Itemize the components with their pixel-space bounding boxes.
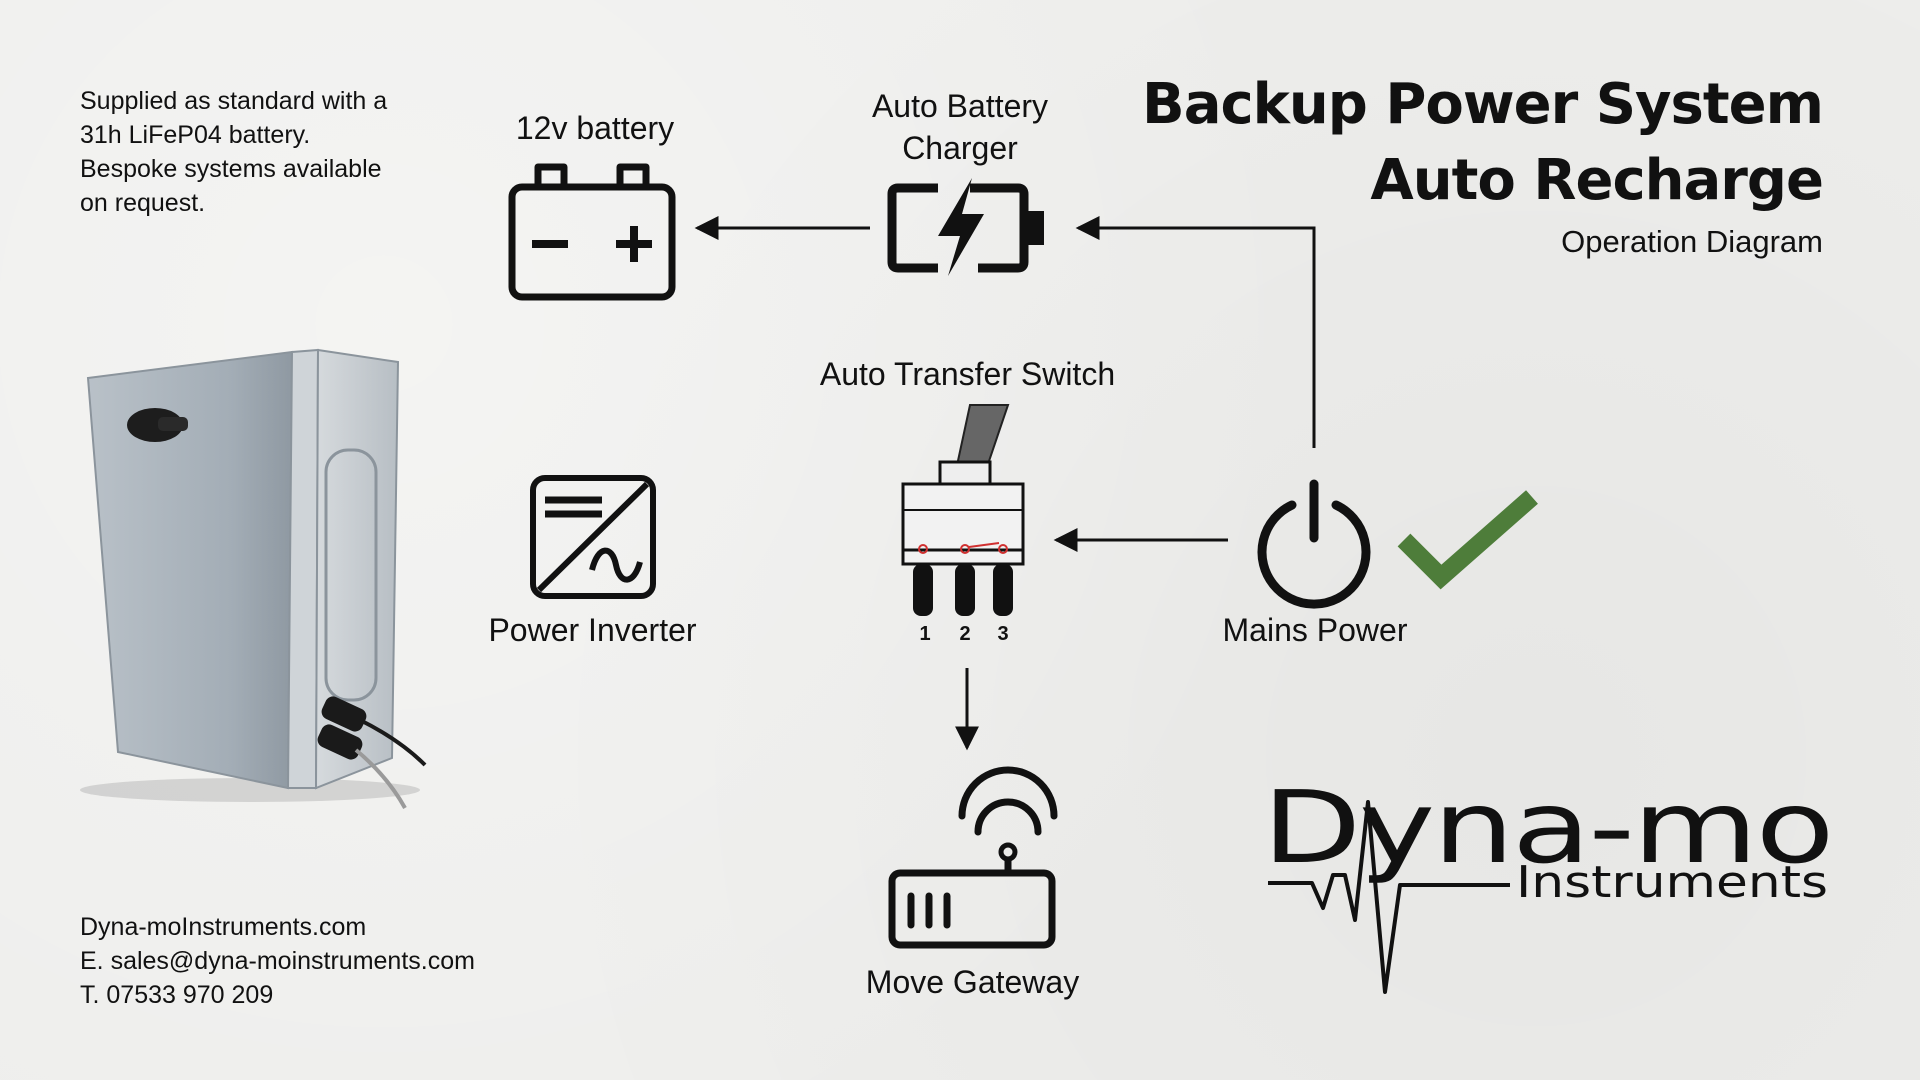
contact-email: E. sales@dyna-moinstruments.com <box>80 947 475 975</box>
terminal-label: 3 <box>997 623 1008 645</box>
gateway-label: Move Gateway <box>865 964 1080 1000</box>
checkmark-icon <box>1397 490 1538 590</box>
intro-note-line: 31h LiFeP04 battery. <box>80 121 311 149</box>
router-wifi-icon <box>888 766 1058 949</box>
inverter-label: Power Inverter <box>488 612 697 648</box>
dyna-mo-logo: Dyna-mo Instruments <box>1262 769 1834 994</box>
inverter-icon <box>530 475 656 599</box>
mains-label: Mains Power <box>1222 612 1408 648</box>
intro-note-line: Supplied as standard with a <box>80 87 388 115</box>
battery-label: 12v battery <box>515 110 675 146</box>
charger-label-line1: Auto Battery <box>871 88 1049 124</box>
intro-note-line: on request. <box>80 189 206 217</box>
pulse-line-icon <box>1268 800 1510 994</box>
intro-note-line: Bespoke systems available <box>80 155 382 183</box>
enclosure-image <box>80 348 427 809</box>
logo-tagline: Instruments <box>1516 857 1828 908</box>
charger-label-line2: Charger <box>902 130 1018 166</box>
transfer-switch-label: Auto Transfer Switch <box>819 356 1116 392</box>
page-subtitle: Operation Diagram <box>1561 224 1823 259</box>
terminal-label: 1 <box>919 623 930 645</box>
battery-charging-icon <box>887 178 1044 276</box>
intro-note: Supplied as standard with a 31h LiFeP04 … <box>80 84 387 220</box>
contact-website: Dyna-moInstruments.com <box>80 913 367 941</box>
contact-phone: T. 07533 970 209 <box>80 981 274 1009</box>
arrow-mains-to-charger <box>1075 216 1316 448</box>
battery-icon <box>508 163 676 301</box>
logo-wordmark: Dyna-mo <box>1262 769 1832 886</box>
power-icon <box>1257 479 1371 609</box>
contact-block: Dyna-moInstruments.com E. sales@dyna-moi… <box>80 910 475 1012</box>
toggle-switch-icon <box>901 404 1025 616</box>
page-title-line2: Auto Recharge <box>1370 148 1824 213</box>
page-title: Backup Power System <box>1142 72 1824 137</box>
terminal-label: 2 <box>959 623 970 645</box>
